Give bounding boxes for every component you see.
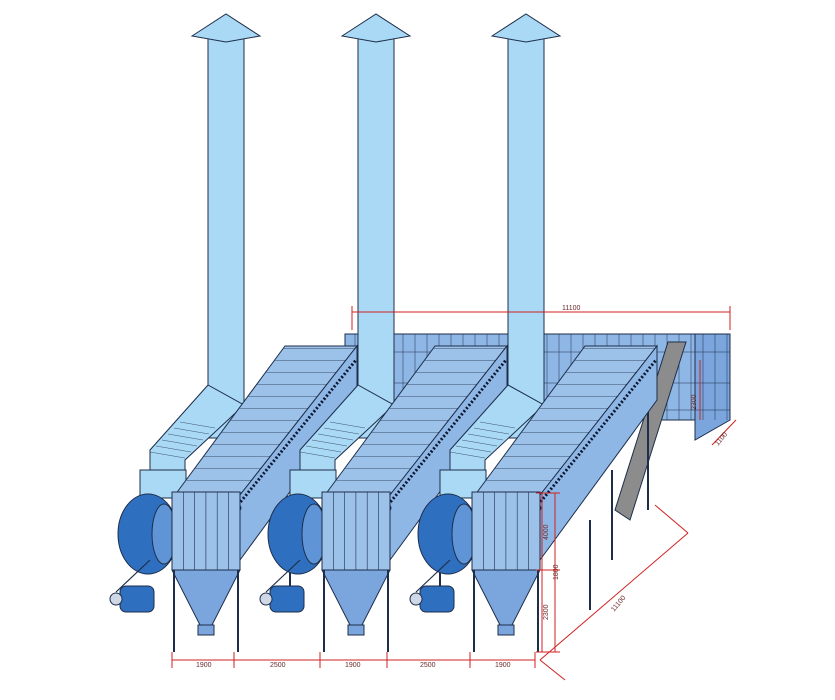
drive-belt [415,559,451,593]
motor-pulley [409,592,423,606]
chimney-cap [190,13,262,43]
duct-rib [167,433,204,441]
dim-bottom-4: 2500 [420,662,436,669]
duct-rib [155,445,192,453]
dim-bottom-1: 1900 [196,662,212,669]
duct-rib [317,433,354,441]
fan-motor [119,585,155,613]
duct-rib [305,445,342,453]
duct-rib [299,451,336,459]
duct-rib [449,451,486,459]
pulse-rail [536,359,658,506]
duct-rib [173,427,210,435]
motor-pulley [259,592,273,606]
dim-height-3: 2300 [543,604,550,620]
chimney-cap [490,13,562,43]
fan-motor [419,585,455,613]
chimney-cap [340,13,412,43]
dim-top-length: 11100 [562,305,581,312]
dim-bottom-3: 1900 [345,662,361,669]
dim-height-1: 4000 [543,524,550,540]
collector-unit-1 [109,13,359,652]
fan-motor [269,585,305,613]
duct-rib [311,439,348,447]
dim-duct-width: 1100 [714,431,729,447]
inclined-conveyor [611,341,687,560]
duct-rib [473,427,510,435]
hopper [321,569,391,626]
duct-rib [179,421,216,429]
hopper [171,569,241,626]
duct-rib [479,421,516,429]
dim-bottom-2: 2500 [270,662,286,669]
motor-pulley [109,592,123,606]
hopper [471,569,541,626]
duct-rib [161,439,198,447]
duct-rib [149,451,186,459]
pulse-rail [386,359,508,506]
drive-belt [115,559,151,593]
collector-unit-2 [259,13,509,652]
hopper-outlet [347,624,365,636]
dim-duct-height: 2300 [691,394,698,410]
dim-height-2: 1800 [553,564,560,580]
chimney-stack [207,37,245,439]
duct-rib [467,433,504,441]
chimney-stack [507,37,545,439]
hopper-outlet [197,624,215,636]
duct-rib [455,445,492,453]
pulse-rail [236,359,358,506]
duct-rib [461,439,498,447]
hopper-outlet [497,624,515,636]
units-layer [109,13,659,652]
duct-rib [323,427,360,435]
chimney-stack [357,37,395,439]
drive-belt [265,559,301,593]
dim-bottom-5: 1900 [495,662,511,669]
duct-rib [329,421,366,429]
collector-unit-3 [409,13,659,652]
